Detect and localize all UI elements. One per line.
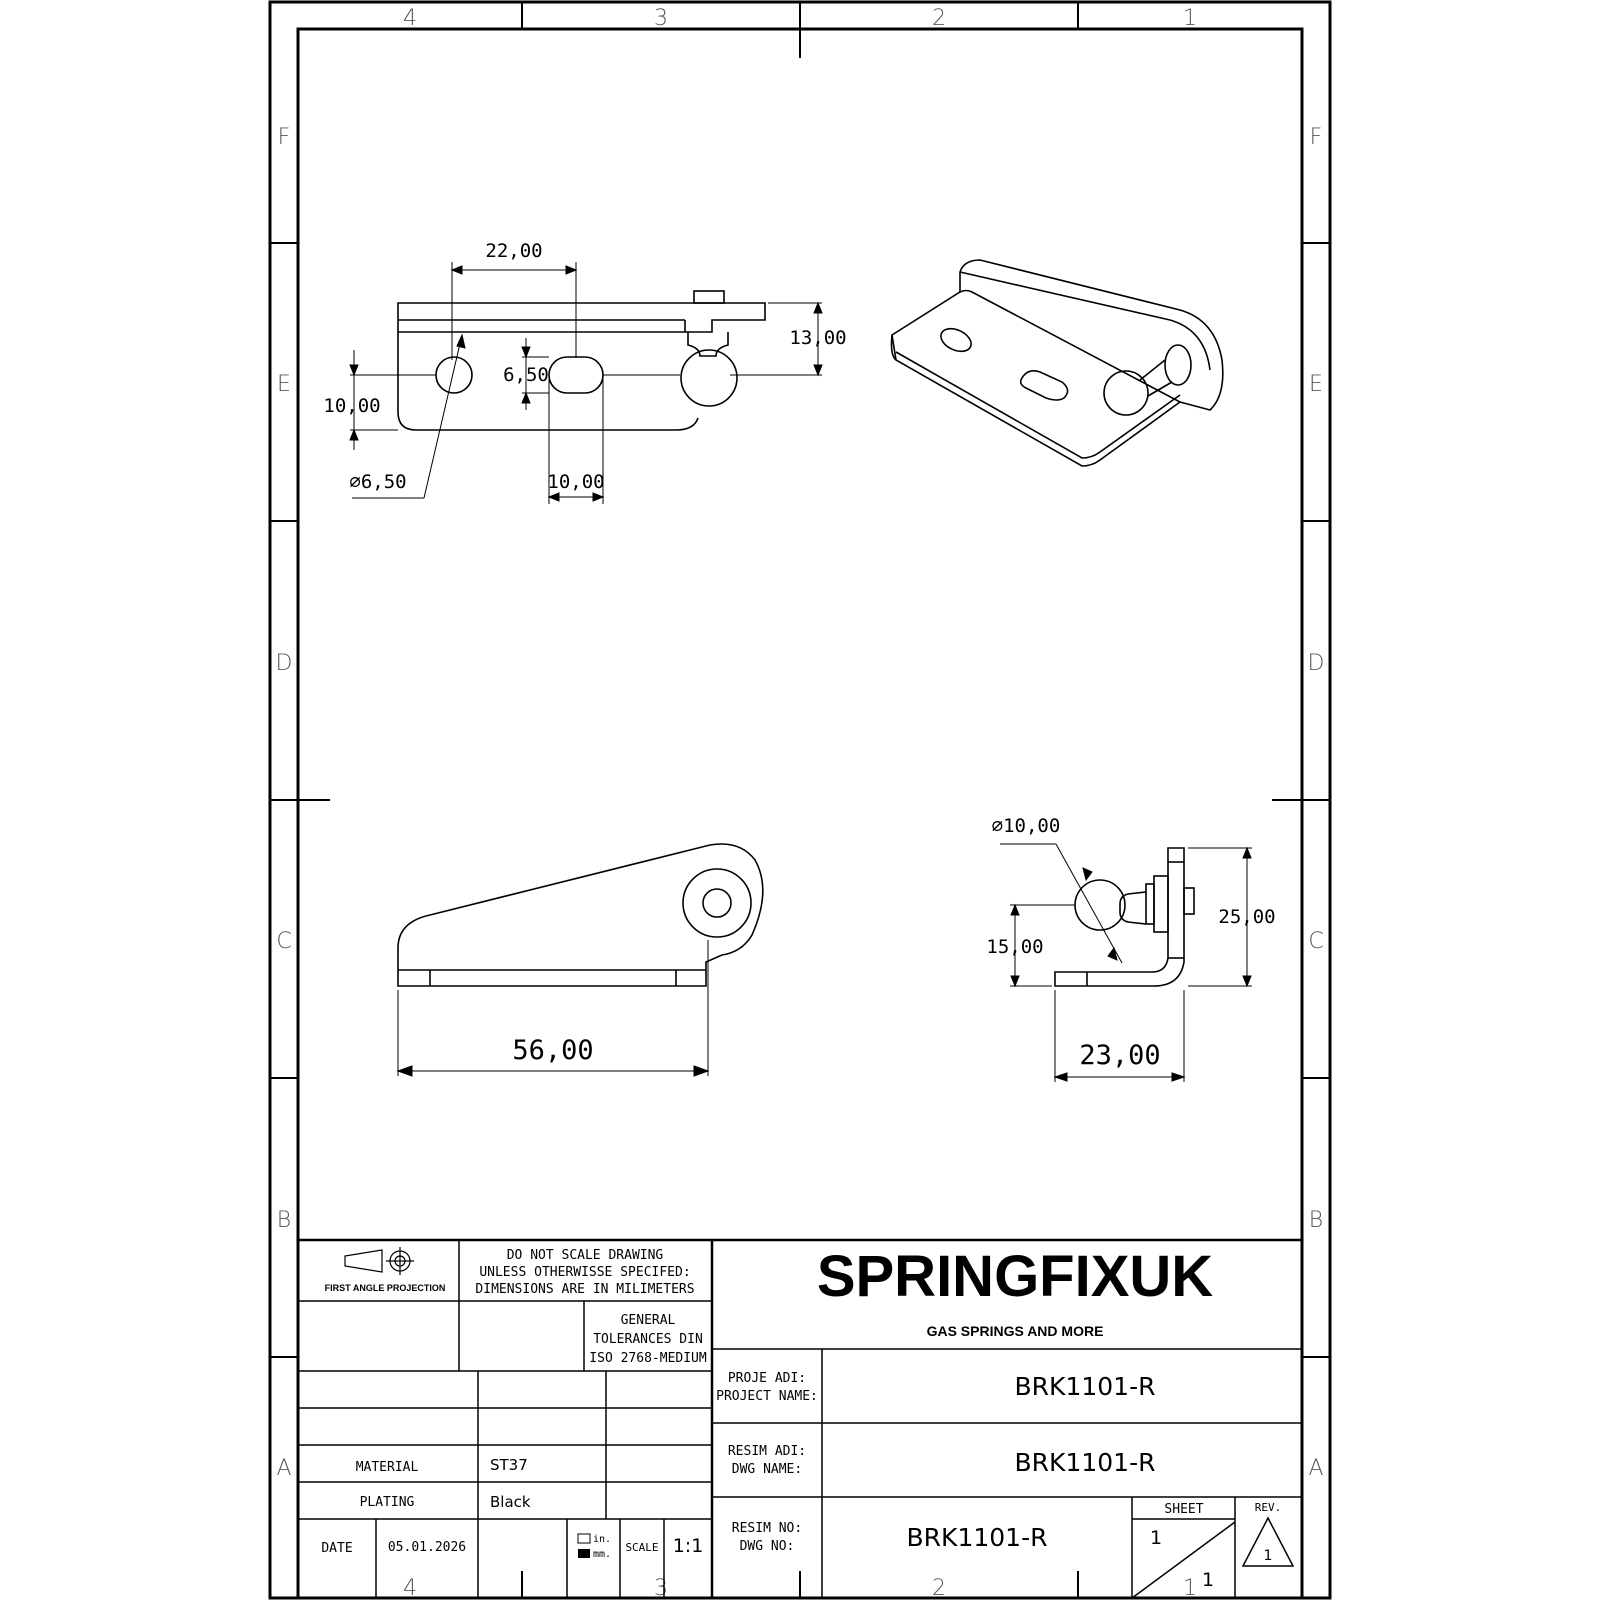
material-label: MATERIAL [356,1460,419,1475]
zone-row-right-d: D [1308,651,1325,676]
zone-row-left-b: B [277,1208,291,1233]
tolerance-line-1: GENERAL [621,1313,676,1328]
zone-row-left-a: A [276,1456,291,1481]
zone-col-top-2: 3 [654,6,668,31]
notice-line-3: DIMENSIONS ARE IN MILIMETERS [475,1282,694,1297]
dim-slot-height: 6,50 [503,364,549,386]
dim-length-56: 56,00 [512,1035,593,1066]
project-label-tr: PROJE ADI: [728,1371,806,1386]
side-view-dimension-labels: ⌀10,00 15,00 25,00 23,00 [986,815,1275,1071]
zone-row-right-b: B [1309,1208,1323,1233]
projection-label: FIRST ANGLE PROJECTION [325,1283,446,1293]
tolerance-line-2: TOLERANCES DIN [593,1332,703,1347]
dim-depth: 23,00 [1079,1040,1160,1071]
mounting-slot [548,356,604,394]
unit-mm-checkbox [578,1549,590,1558]
project-label-en: PROJECT NAME: [716,1389,818,1404]
zone-col-top-4: 1 [1183,6,1197,31]
sheet-total: 1 [1202,1569,1214,1591]
rev-label: REV. [1255,1501,1282,1514]
zone-row-right-a: A [1308,1456,1323,1481]
zone-row-left-c: C [276,929,291,954]
zone-col-top-1: 4 [403,6,417,31]
scale-label: SCALE [625,1541,658,1554]
dim-slot-length: 10,00 [547,471,604,493]
dim-hole-diameter: ⌀6,50 [349,471,406,493]
dwg-name-value: BRK1101-R [1015,1448,1156,1477]
company-name: SPRINGFIXUK [817,1244,1213,1309]
side-view [1054,847,1195,987]
front-view [397,843,764,987]
tolerance-line-3: ISO 2768-MEDIUM [589,1351,707,1366]
top-view-dimension-labels: 22,00 13,00 6,50 10,00 ⌀6,50 10,00 [323,240,846,493]
dwg-name-label-tr: RESIM ADI: [728,1444,806,1459]
unit-in-checkbox [577,1533,591,1544]
dwg-name-label-en: DWG NAME: [732,1462,802,1477]
zone-row-right-f: F [1310,125,1323,150]
sheet-number: 1 [1150,1527,1162,1549]
side-view-dimensions [1000,843,1252,1082]
zone-row-left-e: E [277,372,291,397]
zone-row-right-c: C [1308,929,1323,954]
date-value: 05.01.2026 [388,1540,466,1555]
company-tagline: GAS SPRINGS AND MORE [927,1323,1104,1339]
title-block [298,1238,1302,1599]
pivot-outer-ring [682,868,752,938]
dwg-no-value: BRK1101-R [907,1523,1048,1552]
top-view [397,290,766,431]
first-angle-projection-symbol [344,1247,414,1275]
zone-col-bottom-2: 3 [654,1576,668,1600]
zone-col-bottom-1: 4 [403,1576,417,1600]
dim-pitch: 22,00 [485,240,542,262]
dim-ball-diameter: ⌀10,00 [992,815,1061,837]
sheet-label: SHEET [1164,1502,1203,1517]
dim-total-height: 25,00 [1218,906,1275,928]
scale-value: 1:1 [673,1535,704,1557]
dim-ball-height: 15,00 [986,936,1043,958]
mounting-hole [435,356,473,394]
plating-value: Black [490,1493,531,1511]
zone-col-bottom-3: 2 [932,1576,946,1600]
dim-height-13: 13,00 [789,327,846,349]
notice-line-1: DO NOT SCALE DRAWING [507,1248,664,1263]
zone-row-left-f: F [278,125,291,150]
zone-labels: 4 3 2 1 4 3 2 1 F E D C B A F E D C B A [276,6,1325,1600]
project-value: BRK1101-R [1015,1372,1156,1401]
material-value: ST37 [490,1456,528,1474]
plating-label: PLATING [360,1495,415,1510]
zone-row-right-e: E [1309,372,1323,397]
dwg-no-label-tr: RESIM NO: [732,1521,802,1536]
dim-edge-offset: 10,00 [323,395,380,417]
zone-col-bottom-4: 1 [1183,1576,1197,1600]
unit-mm-label: mm. [593,1549,611,1560]
zone-col-top-3: 2 [932,6,946,31]
pivot-hole [702,888,732,918]
top-view-dimensions [349,262,823,504]
revision-triangle-icon [1241,1516,1295,1567]
notice-line-2: UNLESS OTHERWISSE SPECIFED: [479,1265,690,1280]
zone-row-left-d: D [276,651,293,676]
front-view-dimensions [396,940,710,1077]
isometric-view [890,259,1224,467]
dwg-no-label-en: DWG NO: [740,1539,795,1554]
unit-in-label: in. [593,1534,611,1545]
rev-value: 1 [1264,1548,1273,1564]
date-label: DATE [321,1541,352,1556]
sheet-frame [268,0,1332,1600]
